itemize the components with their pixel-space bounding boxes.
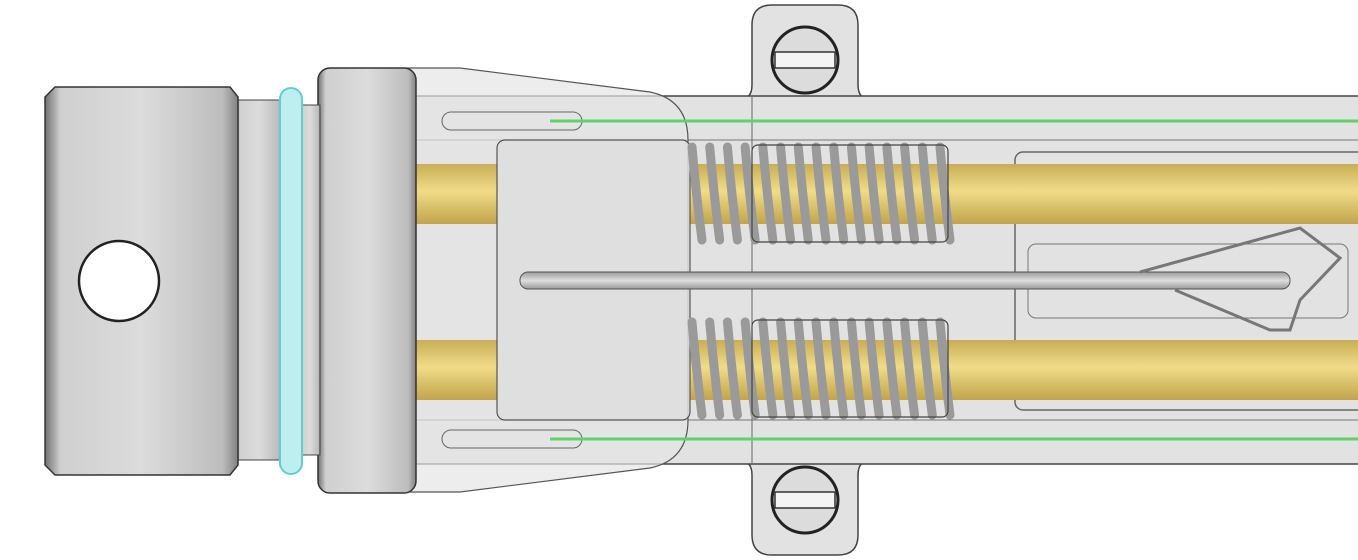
- spring-coil: [935, 317, 955, 420]
- spring-coil: [935, 142, 955, 245]
- o-ring: [279, 87, 303, 475]
- spring-coil: [846, 317, 866, 420]
- spring-coil: [722, 142, 742, 245]
- spring-coil: [811, 142, 831, 245]
- spring-coil: [740, 317, 760, 420]
- spring-coil: [829, 317, 849, 420]
- center-rod: [519, 271, 1291, 290]
- spring-coil: [864, 142, 884, 245]
- top-mounting-tab: [737, 4, 873, 101]
- spring-coil: [829, 142, 849, 245]
- spring-coil: [917, 317, 937, 420]
- spring-coil: [687, 142, 707, 245]
- spring-coil: [793, 142, 813, 245]
- spring-coil: [846, 142, 866, 245]
- latch-clip: [1139, 226, 1343, 332]
- spring-coil: [864, 317, 884, 420]
- spring-coil: [740, 142, 760, 245]
- spring-coil: [687, 317, 707, 420]
- spring-coil: [722, 317, 742, 420]
- wire-channels: [441, 111, 1358, 449]
- flange: [317, 67, 417, 494]
- spring-coil: [917, 142, 937, 245]
- spring-coil: [776, 142, 796, 245]
- spring-coil: [900, 142, 920, 245]
- bottom-mounting-tab: [737, 459, 873, 556]
- compression-springs: [687, 142, 955, 420]
- spring-coil: [882, 142, 902, 245]
- spring-coil: [882, 317, 902, 420]
- spring-coil: [758, 317, 778, 420]
- spring-coil: [793, 317, 813, 420]
- spring-coil: [776, 317, 796, 420]
- neck: [235, 99, 283, 461]
- spring-coil: [811, 317, 831, 420]
- spring-coil: [758, 142, 778, 245]
- spring-coil: [705, 317, 725, 420]
- spring-coil: [900, 317, 920, 420]
- cap-hole: [77, 239, 161, 323]
- spring-coil: [705, 142, 725, 245]
